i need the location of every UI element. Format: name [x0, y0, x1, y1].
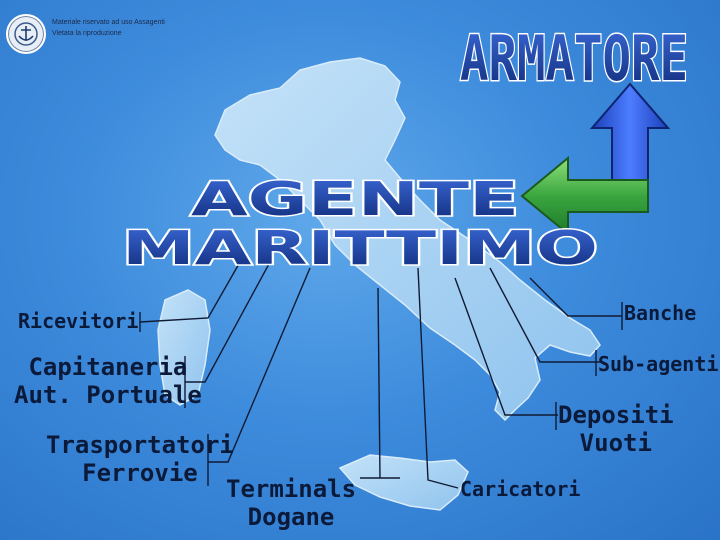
- sicily-island: [338, 454, 469, 511]
- label-depositi: Depositi: [558, 401, 674, 429]
- label-capitaneria: Capitaneria: [28, 353, 188, 381]
- label-ferrovie: Ferrovie: [82, 458, 198, 487]
- label-ricevitori: Ricevitori: [18, 309, 139, 333]
- marittimo-title: MARITTIMO: [122, 221, 598, 275]
- label-banche: Banche: [624, 301, 697, 325]
- node-caricatori: Caricatori: [460, 478, 580, 501]
- assagenti-logo: [6, 14, 46, 54]
- connector-banche: [529, 277, 623, 330]
- label-trasportatori: Trasportatori: [46, 431, 234, 459]
- italy-peninsula: [214, 57, 601, 422]
- node-depositi: Depositi Vuoti: [558, 401, 674, 457]
- node-banche: Banche: [624, 302, 696, 325]
- notice-line-1: Materiale riservato ad uso Assagenti: [52, 19, 165, 26]
- anchor-emblem-icon: [14, 22, 38, 46]
- agente-title: AGENTE: [191, 172, 519, 226]
- label-caricatori: Caricatori: [460, 477, 581, 501]
- label-subagenti: Sub-agenti: [598, 352, 719, 376]
- label-dogane: Dogane: [247, 502, 335, 531]
- node-capitaneria: Capitaneria Aut. Portuale: [14, 353, 202, 409]
- connector-terminals: [360, 287, 400, 479]
- node-terminals: Terminals Dogane: [226, 475, 357, 531]
- node-trasportatori: Trasportatori Ferrovie: [46, 431, 234, 487]
- node-subagenti: Sub-agenti: [598, 353, 718, 376]
- notice-line-2: Vietata la riproduzione: [52, 29, 122, 37]
- copyright-notice: Materiale riservato ad uso Assagenti Vie…: [52, 18, 165, 39]
- label-terminals: Terminals: [226, 475, 357, 503]
- connector-depositi: [454, 277, 558, 430]
- node-ricevitori: Ricevitori: [18, 310, 138, 333]
- connector-subagenti: [489, 267, 600, 376]
- label-vuoti: Vuoti: [579, 428, 652, 457]
- connector-caricatori: [417, 267, 459, 489]
- armatore-title: ARMATORE: [460, 22, 688, 95]
- connector-ricevitori: [139, 261, 241, 332]
- connector-trasportatori: [207, 267, 311, 486]
- label-autorita-portuale: Aut. Portuale: [14, 380, 202, 409]
- arrow-left-icon: [520, 155, 649, 237]
- connector-capitaneria: [184, 261, 271, 408]
